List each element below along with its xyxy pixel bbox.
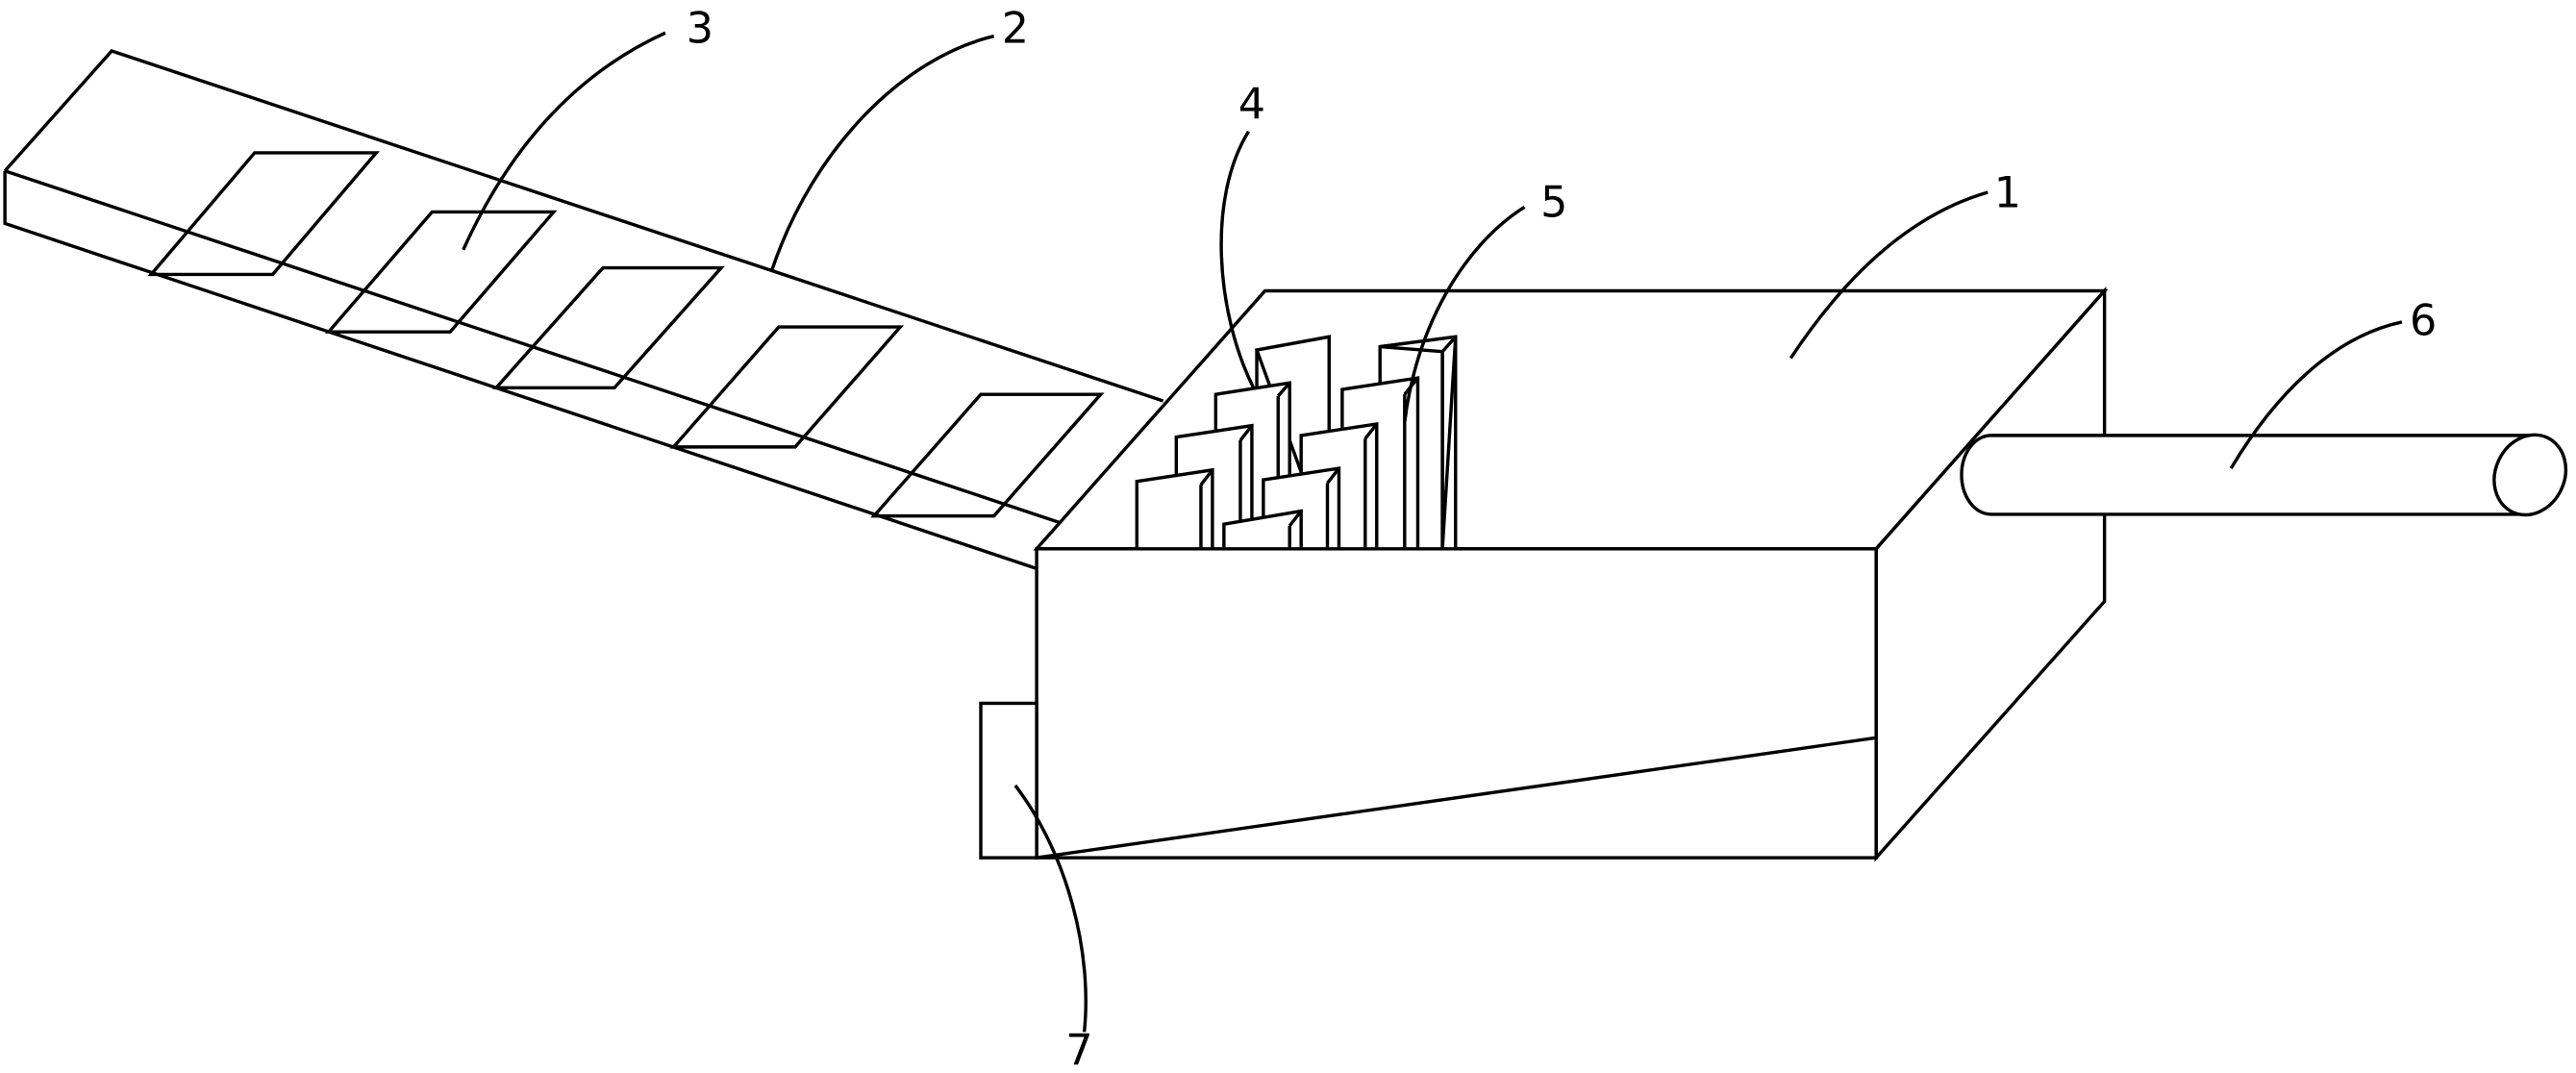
label-3: 3 — [687, 4, 713, 53]
leader-6 — [2229, 320, 2403, 469]
blade — [1222, 509, 1303, 551]
box-inner-slope — [1036, 736, 1877, 860]
box-front-face — [1035, 547, 1878, 860]
plates — [147, 151, 1105, 518]
label-5: 5 — [1540, 179, 1567, 228]
plate-1 — [147, 151, 380, 277]
leader-lines — [462, 31, 2403, 1033]
box-body — [1033, 286, 2109, 862]
shaft-body — [1960, 434, 2532, 516]
blade — [1135, 467, 1214, 551]
leader-5 — [1403, 205, 1526, 423]
outlet-block — [979, 701, 1038, 860]
reference-numerals: 1 2 3 4 5 6 7 — [687, 4, 2438, 1073]
label-6: 6 — [2410, 297, 2437, 346]
board-top-back-edges — [3, 49, 1164, 403]
label-7: 7 — [1065, 1026, 1092, 1073]
shaft-end — [2492, 433, 2568, 517]
leader-4 — [1219, 130, 1256, 389]
label-1: 1 — [1994, 168, 2021, 217]
blade-array — [1135, 335, 1458, 551]
conveyor-board — [3, 49, 1164, 570]
board-side-face — [3, 170, 1038, 570]
leader-7 — [1013, 784, 1088, 1033]
leader-1 — [1788, 190, 1988, 360]
plate-5 — [870, 392, 1105, 518]
leader-3 — [462, 31, 666, 251]
leader-2 — [770, 34, 995, 270]
plate-3 — [492, 265, 725, 390]
shaft — [1960, 433, 2568, 517]
plate-4 — [669, 325, 905, 449]
plate-2 — [324, 210, 558, 334]
label-2: 2 — [1002, 4, 1029, 53]
label-4: 4 — [1238, 80, 1265, 129]
